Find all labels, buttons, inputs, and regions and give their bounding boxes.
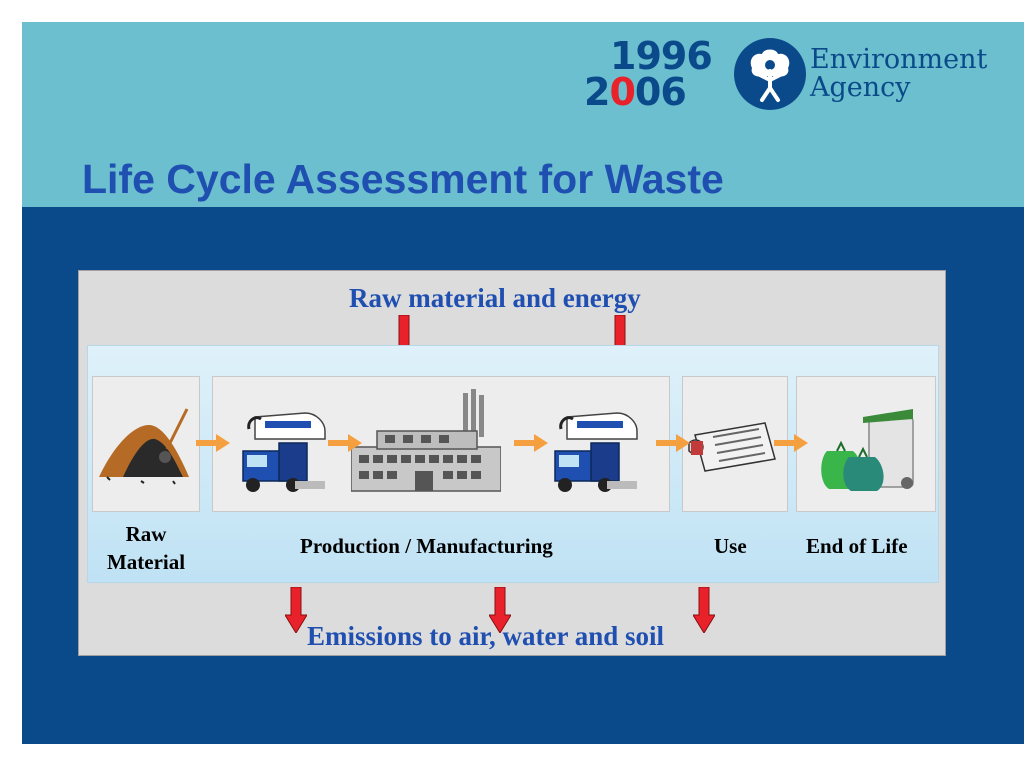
raw-material-panel: [92, 376, 200, 512]
anniversary-year-end: 2006: [584, 70, 687, 114]
environment-agency-logo-icon: [734, 38, 806, 110]
life-cycle-diagram: Raw material and energy: [78, 270, 946, 656]
flow-arrow-icon: [328, 434, 362, 452]
flow-arrow-icon: [196, 434, 230, 452]
end-of-life-panel: [796, 376, 936, 512]
anniversary-year-start: 1996: [610, 34, 713, 78]
agency-name: Environment Agency: [810, 44, 988, 103]
emission-arrow-icon: [489, 587, 511, 633]
slide: 1996 2006 Environment Agency Life Cycle …: [22, 22, 1024, 744]
stage-label-end-of-life: End of Life: [806, 534, 908, 558]
use-panel: [682, 376, 788, 512]
newspaper-icon: [688, 422, 776, 472]
factory-icon: [351, 389, 501, 492]
anniversary-mark: 1996 2006: [584, 34, 713, 114]
emission-arrow-icon: [693, 587, 715, 633]
emission-arrow-icon: [285, 587, 307, 633]
life-cycle-band: Raw Material Production / Manufacturing …: [87, 345, 939, 583]
bin-bags-icon: [821, 409, 914, 491]
stage-label-production: Production / Manufacturing: [300, 534, 553, 558]
page-title: Life Cycle Assessment for Waste: [82, 156, 724, 202]
header-banner: 1996 2006 Environment Agency Life Cycle …: [22, 22, 1024, 207]
inputs-label: Raw material and energy: [349, 283, 641, 313]
transport-icon: [242, 412, 326, 492]
stage-label-raw-material: Raw Material: [106, 522, 186, 574]
transport-icon: [554, 412, 638, 492]
flow-arrow-icon: [656, 434, 690, 452]
outputs-label: Emissions to air, water and soil: [307, 621, 665, 651]
raw-material-pile-icon: [99, 408, 189, 485]
production-panel: [212, 376, 670, 512]
stage-label-use: Use: [714, 534, 747, 558]
flow-arrow-icon: [514, 434, 548, 452]
flow-arrow-icon: [774, 434, 808, 452]
